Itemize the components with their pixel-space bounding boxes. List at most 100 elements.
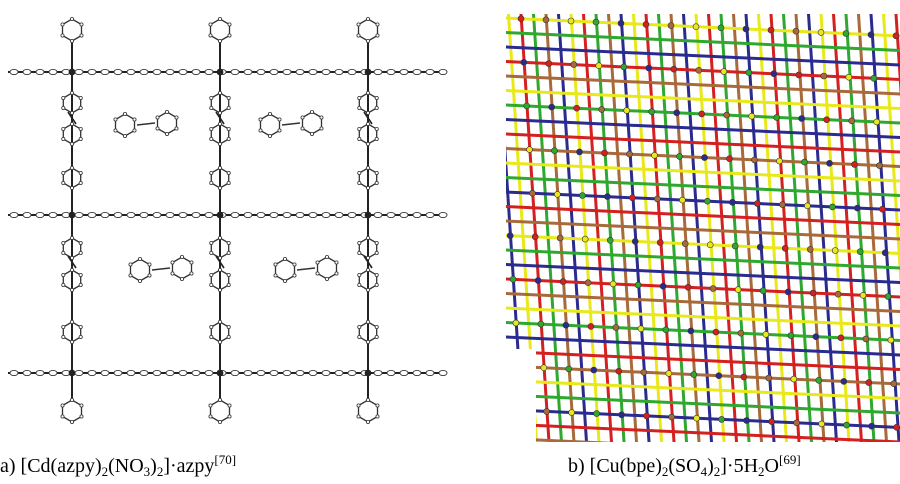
cu-node xyxy=(618,411,625,419)
chain-atom xyxy=(191,369,201,377)
cu-node xyxy=(570,61,578,68)
cu-node xyxy=(787,332,795,339)
ring-atom xyxy=(356,22,361,27)
ring-atom xyxy=(61,250,66,255)
cu-node xyxy=(809,289,817,297)
chain-atom xyxy=(204,211,214,219)
ring-atom xyxy=(365,287,370,292)
cu-node xyxy=(762,331,770,338)
cu-node xyxy=(631,238,639,245)
ring-atom xyxy=(209,240,214,245)
cu-node xyxy=(862,335,870,343)
ring-atom xyxy=(217,111,222,116)
chain-atom xyxy=(295,211,305,219)
ring-atom xyxy=(356,403,361,408)
ring-atom xyxy=(209,324,214,329)
cu-node xyxy=(659,282,667,290)
green-net-strand xyxy=(504,321,900,342)
ring-atom xyxy=(300,126,305,131)
chain-atom xyxy=(152,369,162,377)
ring-atom xyxy=(70,419,75,424)
chain-atom xyxy=(165,211,175,219)
cu-node xyxy=(718,416,725,423)
cd-node xyxy=(68,211,76,219)
pyridine-ring xyxy=(357,18,379,42)
ring-atom xyxy=(365,122,370,127)
ring-atom xyxy=(374,272,379,277)
cu-node xyxy=(612,324,620,331)
cu-node xyxy=(529,189,536,197)
cu-node xyxy=(893,423,900,431)
ring-atom xyxy=(70,287,75,292)
chain-atom xyxy=(334,211,344,219)
ring-atom xyxy=(61,106,66,111)
cu-node xyxy=(834,290,842,298)
cu-node xyxy=(701,154,708,161)
guest-azo-bond xyxy=(136,122,156,126)
pyridine-ring xyxy=(357,399,379,423)
ring-atom xyxy=(365,16,370,21)
cu-node xyxy=(640,368,648,376)
cu-node xyxy=(542,16,550,24)
cu-node xyxy=(568,409,575,416)
cu-node xyxy=(587,323,595,330)
chain-atom xyxy=(9,68,19,76)
chain-atom xyxy=(178,369,188,377)
cu-node xyxy=(715,372,723,380)
cd-node xyxy=(216,68,224,76)
ring-atom xyxy=(61,334,66,339)
ring-atom xyxy=(365,235,370,240)
cu-node xyxy=(843,421,850,429)
cu-node xyxy=(629,194,636,202)
cu-node xyxy=(559,278,567,285)
azo-bond xyxy=(215,255,225,269)
chain-atom xyxy=(243,369,253,377)
ring-atom xyxy=(60,403,65,408)
chain-atom xyxy=(399,211,409,219)
chain-atom xyxy=(269,211,279,219)
chain-atom xyxy=(243,68,253,76)
ring-atom xyxy=(132,117,137,122)
ring-atom xyxy=(113,117,118,122)
cu-node xyxy=(759,287,767,295)
chain-atom xyxy=(347,68,357,76)
ring-atom xyxy=(217,39,222,44)
ring-atom xyxy=(217,255,222,260)
cu-node xyxy=(781,245,789,252)
ring-atom xyxy=(309,131,314,136)
chain-atom xyxy=(295,369,305,377)
ring-atom xyxy=(365,111,370,116)
ring-atom xyxy=(319,126,324,131)
guest-ring xyxy=(274,258,296,282)
guest-azo-bond xyxy=(296,267,316,271)
chain-atom xyxy=(74,211,84,219)
ring-atom xyxy=(365,339,370,344)
ring-atom xyxy=(365,39,370,44)
ring-atom xyxy=(217,16,222,21)
ring-atom xyxy=(61,272,66,277)
ring-atom xyxy=(70,339,75,344)
cu-node xyxy=(881,249,889,257)
yellow-net-strand xyxy=(882,12,900,290)
cu-node xyxy=(848,117,856,125)
ring-atom xyxy=(357,250,362,255)
ring-atom xyxy=(123,133,128,138)
cu-node xyxy=(798,115,806,122)
ring-atom xyxy=(208,414,213,419)
guest-ring xyxy=(301,111,323,135)
chain-atom xyxy=(269,369,279,377)
ring-atom xyxy=(70,165,75,170)
ring-atom xyxy=(226,96,231,101)
cu-node xyxy=(765,374,773,382)
cu-node xyxy=(768,418,775,425)
ring-atom xyxy=(267,112,272,117)
chain-atom xyxy=(308,369,318,377)
ring-atom xyxy=(227,403,232,408)
chain-atom xyxy=(191,68,201,76)
ring-atom xyxy=(60,33,65,38)
ring-atom xyxy=(374,250,379,255)
ring-atom xyxy=(374,282,379,287)
yellow-net-strand xyxy=(504,306,900,328)
chain-atom xyxy=(334,68,344,76)
chain-atom xyxy=(282,369,292,377)
